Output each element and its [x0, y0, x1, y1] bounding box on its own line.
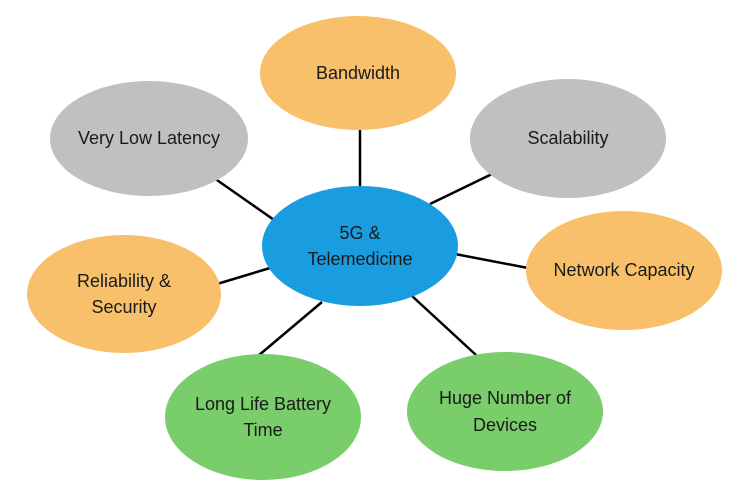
- connector-battery: [257, 301, 323, 357]
- node-scalability: Scalability: [470, 79, 666, 198]
- node-network-capacity-label: Network Capacity: [553, 260, 695, 281]
- node-very-low-latency-label: Very Low Latency: [77, 128, 221, 149]
- node-very-low-latency: Very Low Latency: [50, 81, 248, 196]
- node-long-life-battery-time: Long Life Battery Time: [165, 354, 361, 480]
- connector-scalability: [429, 172, 493, 206]
- connector-huge-number: [411, 295, 477, 356]
- node-bandwidth-label: Bandwidth: [315, 62, 401, 83]
- node-center-5g-telemedicine: 5G & Telemedicine: [262, 186, 458, 306]
- connector-network-capacity: [454, 252, 529, 270]
- node-reliability-security: Reliability & Security: [27, 235, 221, 353]
- node-huge-number-of-devices: Huge Number of Devices: [407, 352, 603, 471]
- node-network-capacity: Network Capacity: [526, 211, 722, 330]
- connector-latency: [213, 176, 278, 224]
- center-label: 5G & Telemedicine: [307, 222, 413, 269]
- node-bandwidth: Bandwidth: [260, 16, 456, 130]
- connector-reliability: [216, 266, 271, 286]
- node-reliability-security-label: Reliability & Security: [76, 270, 172, 317]
- node-long-life-battery-time-label: Long Life Battery Time: [194, 393, 332, 440]
- node-scalability-label: Scalability: [527, 128, 609, 149]
- node-huge-number-of-devices-label: Huge Number of Devices: [438, 388, 572, 435]
